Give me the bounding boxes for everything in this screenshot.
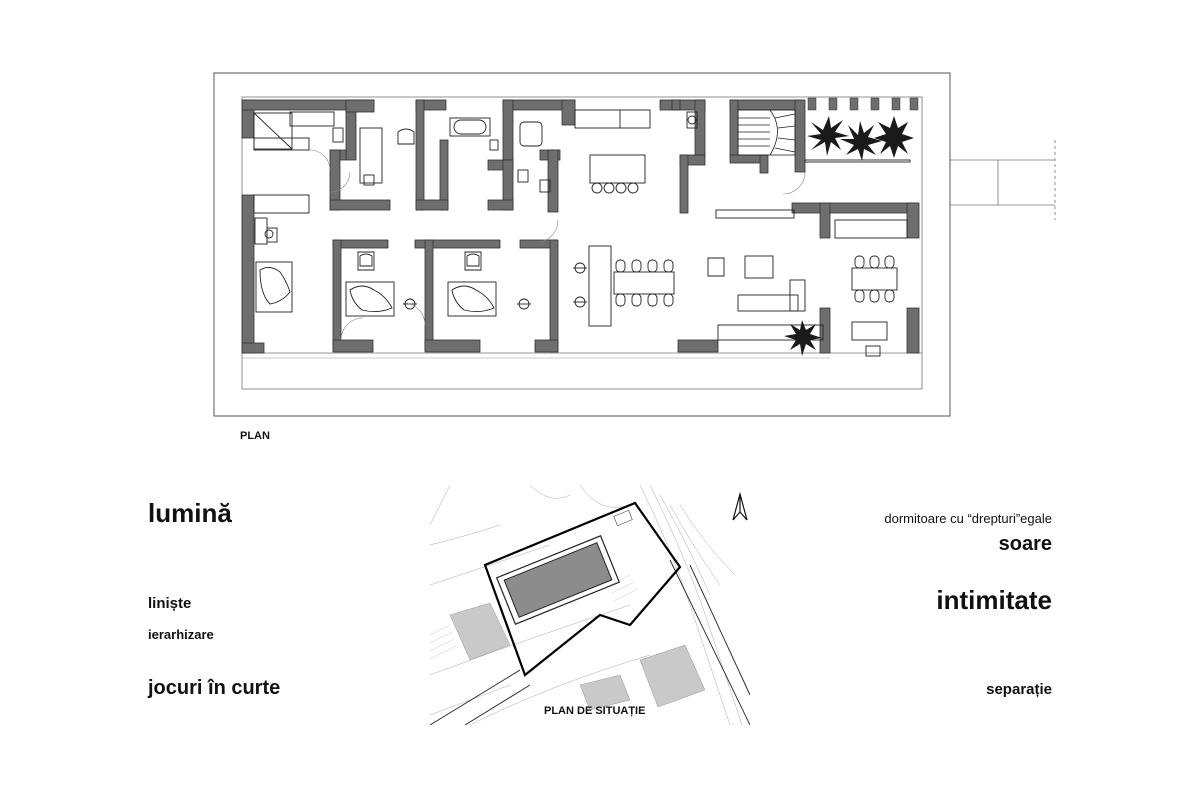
plants [784,116,914,356]
armchairs [357,128,725,277]
island-stools [591,182,639,194]
counters-and-thin-walls [253,109,911,341]
annex-structure [613,509,633,527]
contour-lines [430,485,743,725]
concept-jocuri: jocuri în curte [148,677,281,699]
door-swings [309,149,806,341]
concept-lumina: lumină [148,498,232,528]
property-boundary [483,501,682,677]
concept-soare: soare [998,533,1052,555]
concept-separatie: separație [986,681,1052,698]
walls [241,99,920,354]
floor-plan-drawing [213,72,1056,417]
site-plan-drawing [430,485,750,725]
site-plan-caption: PLAN DE SITUAȚIE [544,705,646,717]
concept-dormitoare: dormitoare cu “drepturi”egale [884,511,1052,526]
entrance-walkway [950,140,1056,220]
concept-intimitate: intimitate [936,585,1052,615]
house-roof [503,542,613,618]
concept-ierarhizare: ierarhizare [148,627,214,642]
hatched-areas [430,574,639,660]
sofas [359,127,888,357]
stairs [737,109,796,156]
neighbor-buildings [449,602,706,711]
beds [255,261,497,317]
desk-chairs [403,262,587,310]
plan-caption: PLAN [240,430,270,442]
north-arrow-icon [732,492,748,521]
road-edges [430,559,750,725]
dining-set [613,255,898,307]
concept-liniste: liniște [148,595,192,612]
plan-outer-frame [213,72,951,417]
house-footprint [495,535,621,625]
bath-fixtures [264,115,697,239]
planter-bars [807,97,919,111]
